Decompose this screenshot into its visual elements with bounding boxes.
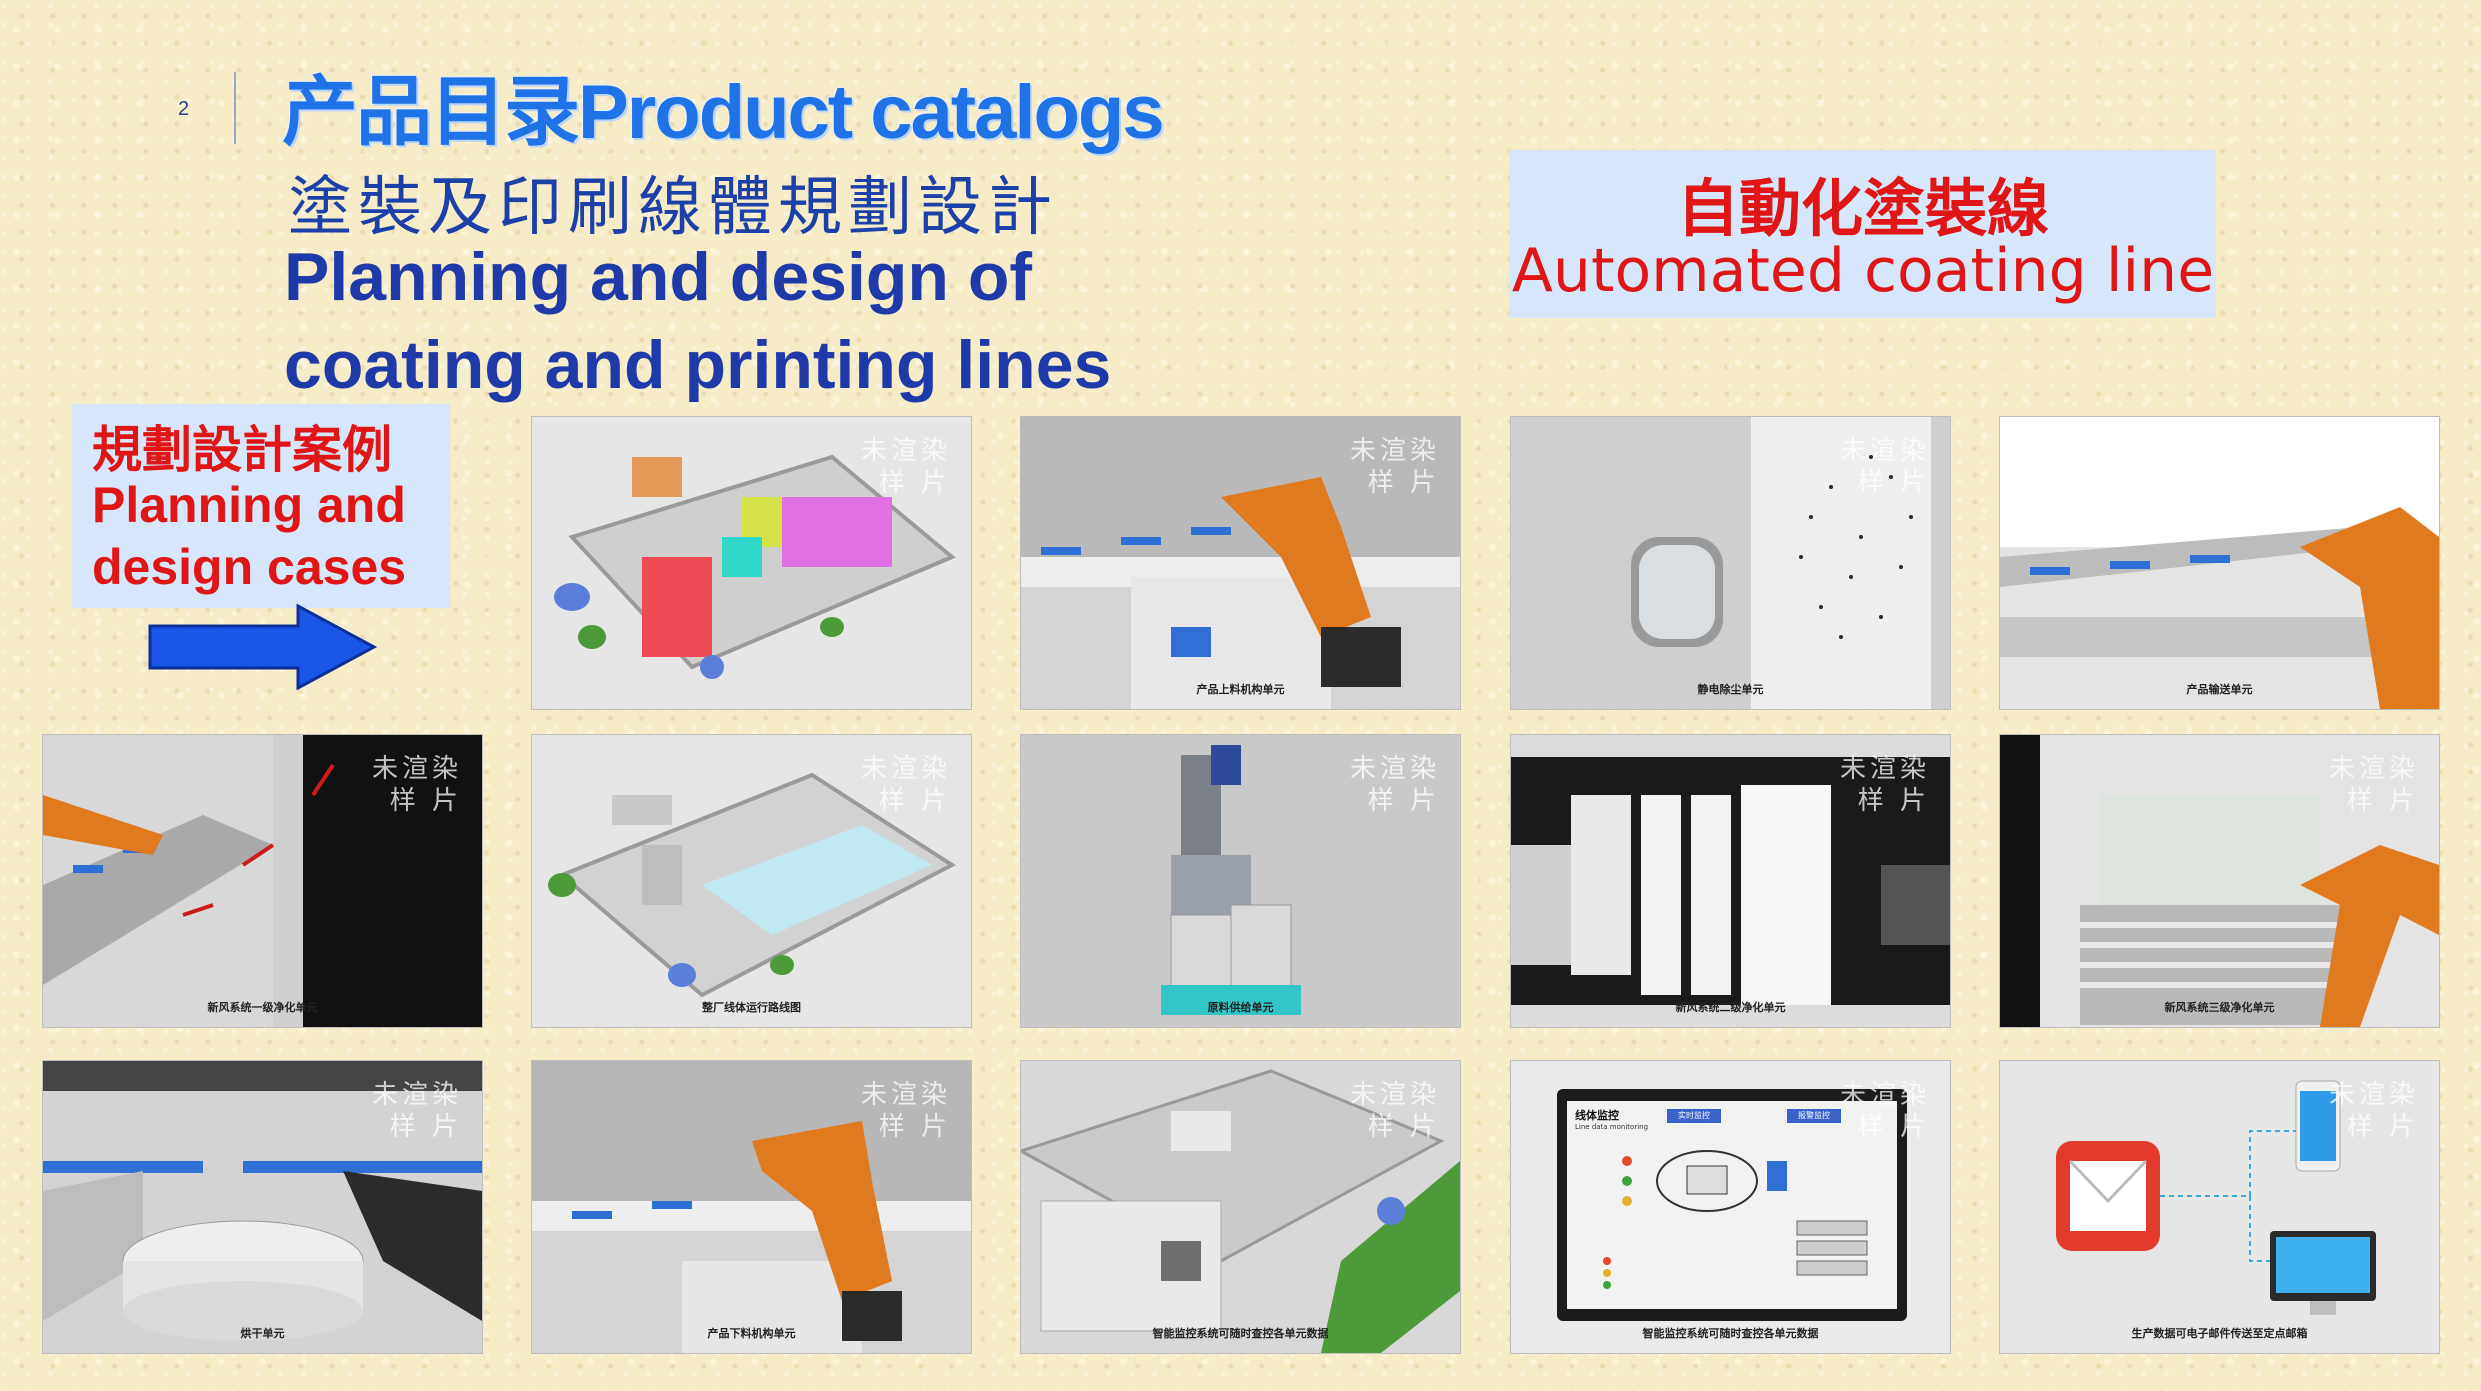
tile-caption: 静电除尘单元	[1697, 683, 1764, 696]
tile-watermark: 未渲染样 片	[860, 436, 951, 498]
planning-cases-box: 規劃設計案例 Planning and design cases	[72, 404, 450, 608]
monitor-heading-en: Line data monitoring	[1575, 1123, 1649, 1131]
tile-watermark: 未渲染样 片	[2328, 1080, 2419, 1142]
monitor-alarm-button[interactable]: 报警监控	[1787, 1109, 1841, 1123]
case-label-chinese: 規劃設計案例	[92, 422, 392, 478]
tile-fresh-air-stage1: 未渲染样 片 新风系统一级净化单元	[42, 734, 483, 1028]
tile-watermark: 未渲染样 片	[371, 754, 462, 816]
monitor-graphics	[1603, 1150, 1868, 1289]
tile-caption: 新风系统二级净化单元	[1675, 1001, 1786, 1014]
tile-watermark: 未渲染样 片	[860, 754, 951, 816]
tile-email-data: 未渲染样 片 生产数据可电子邮件传送至定点邮箱	[1999, 1060, 2440, 1354]
tile-watermark: 未渲染样 片	[1839, 1080, 1930, 1142]
monitor-heading: 线体监控	[1575, 1109, 1619, 1122]
tile-unloading-robot: 未渲染样 片 产品下料机构单元	[531, 1060, 972, 1354]
tile-watermark: 未渲染样 片	[1349, 754, 1440, 816]
tile-material-supply: 未渲染样 片 原料供给单元	[1020, 734, 1461, 1028]
monitor-screen: 线体监控 Line data monitoring 实时监控 报警监控	[1567, 1101, 1897, 1309]
automated-coating-line-tag: 自動化塗裝線 Automated coating line	[1510, 150, 2216, 318]
tile-caption: 产品下料机构单元	[707, 1327, 796, 1340]
case-label-english-line2: design cases	[92, 539, 407, 595]
tile-loading-robot: 未渲染样 片 产品上料机构单元	[1020, 416, 1461, 710]
tile-watermark: 未渲染样 片	[2328, 754, 2419, 816]
tile-drying-unit: 未渲染样 片 烘干单元	[42, 1060, 483, 1354]
page-number: 2	[178, 98, 190, 120]
tile-caption: 产品输送单元	[2186, 683, 2253, 696]
arrow-right-icon	[148, 604, 378, 690]
tile-watermark: 未渲染样 片	[1349, 1080, 1440, 1142]
page-title: 产品目录Product catalogs	[282, 70, 1165, 155]
tile-fresh-air-stage3: 未渲染样 片 新风系统三级净化单元	[1999, 734, 2440, 1028]
tile-caption: 原料供给单元	[1207, 1001, 1274, 1014]
tag-english: Automated coating line	[1511, 236, 2215, 306]
tile-factory-route-map: 未渲染样 片 整厂线体运行路线图	[531, 734, 972, 1028]
tile-caption: 烘干单元	[240, 1327, 285, 1340]
tile-caption: 整厂线体运行路线图	[702, 1001, 801, 1014]
tile-caption: 智能监控系统可随时查控各单元数据	[1152, 1327, 1329, 1340]
tag-chinese: 自動化塗裝線	[1676, 172, 2049, 245]
tile-smart-monitor-screen: 线体监控 Line data monitoring 实时监控 报警监控 未渲染样…	[1510, 1060, 1951, 1354]
tile-watermark: 未渲染样 片	[371, 1080, 462, 1142]
tile-smart-monitor-factory: 未渲染样 片 智能监控系统可随时查控各单元数据	[1020, 1060, 1461, 1354]
tile-watermark: 未渲染样 片	[860, 1080, 951, 1142]
tile-fresh-air-stage2: 未渲染样 片 新风系统二级净化单元	[1510, 734, 1951, 1028]
monitor-realtime-button[interactable]: 实时监控	[1667, 1109, 1721, 1123]
tile-watermark: 未渲染样 片	[1839, 754, 1930, 816]
tile-caption: 新风系统一级净化单元	[207, 1001, 318, 1014]
subtitle-english-line1: Planning and design of	[284, 239, 1032, 315]
header-divider	[234, 72, 236, 144]
tile-watermark: 未渲染样 片	[1349, 436, 1440, 498]
case-label-english-line1: Planning and	[92, 477, 406, 533]
tile-caption: 产品上料机构单元	[1196, 683, 1285, 696]
tile-caption: 新风系统三级净化单元	[2164, 1001, 2275, 1014]
tile-caption: 生产数据可电子邮件传送至定点邮箱	[2131, 1327, 2308, 1340]
tile-factory-layout-1: 未渲染样 片	[531, 416, 972, 710]
tile-watermark: 未渲染样 片	[1839, 436, 1930, 498]
tile-caption: 智能监控系统可随时查控各单元数据	[1642, 1327, 1819, 1340]
tile-product-conveyor: 未渲染样 片 产品输送单元	[1999, 416, 2440, 710]
subtitle-english-line2: coating and printing lines	[284, 327, 1112, 403]
tile-electrostatic-dust: 未渲染样 片 静电除尘单元	[1510, 416, 1951, 710]
subtitle-chinese: 塗裝及印刷線體規劃設計	[288, 171, 1058, 245]
tile-watermark: 未渲染样 片	[2328, 436, 2419, 498]
